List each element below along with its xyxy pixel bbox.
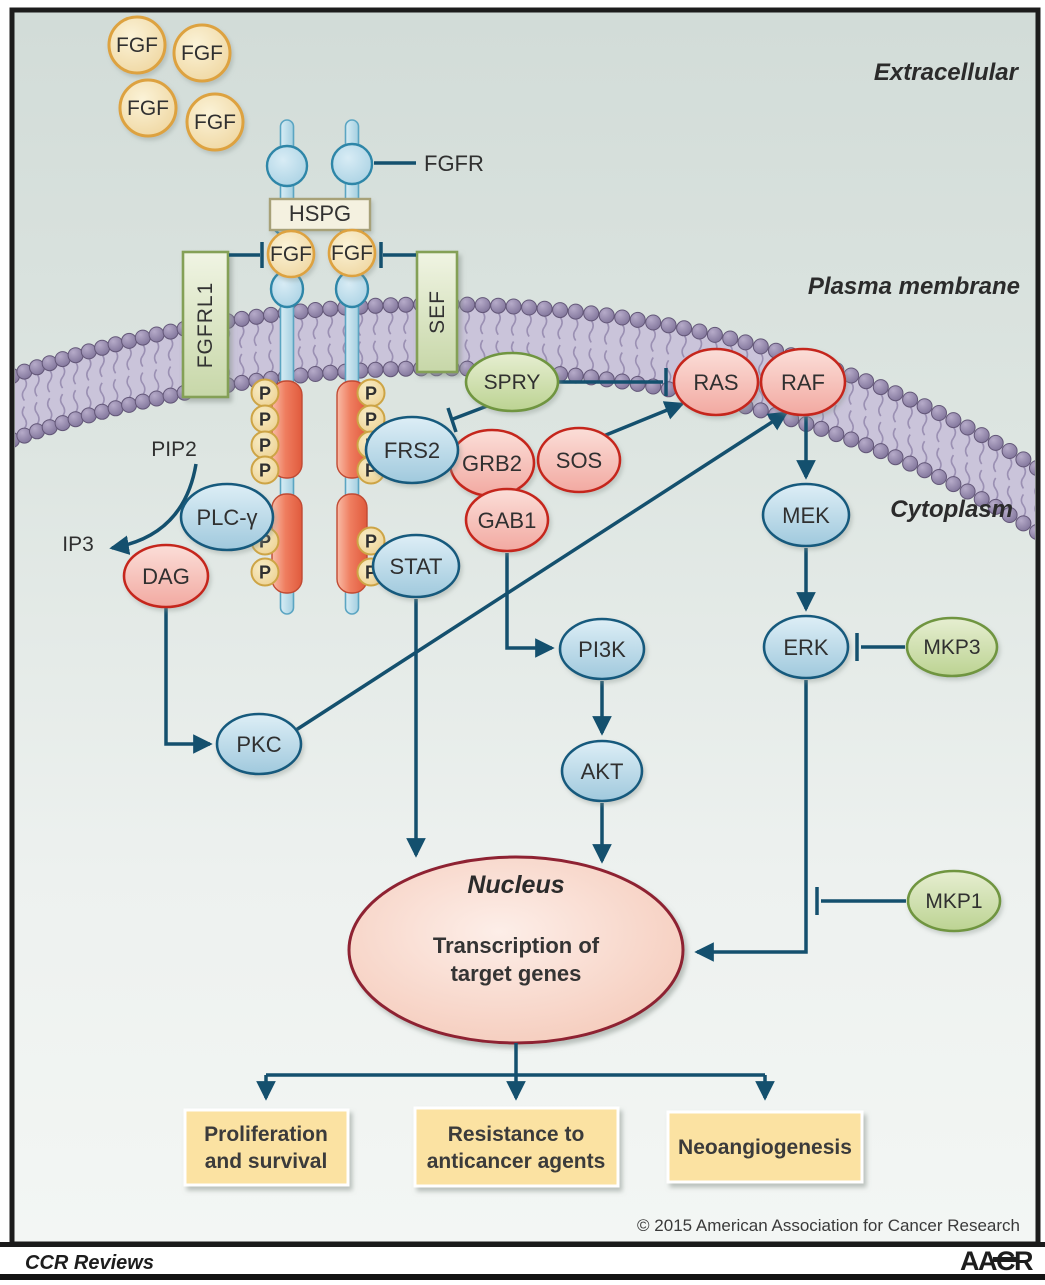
mkp1-label: MKP1: [925, 890, 982, 913]
hspg-box: HSPG: [268, 197, 372, 232]
akt-label: AKT: [581, 759, 624, 784]
grb2-label: GRB2: [462, 451, 522, 476]
node-mek: MEK: [761, 482, 851, 548]
spry-label: SPRY: [484, 371, 541, 394]
phospho-site: [356, 526, 386, 556]
fgf-free-1-label: FGF: [116, 34, 158, 57]
hspg-label: HSPG: [289, 201, 351, 226]
phospho-label: P: [365, 384, 377, 404]
extracellular-label: Extracellular: [874, 59, 1020, 86]
fgf-bound-right-label: FGF: [331, 242, 373, 265]
outcome-boxes: Proliferation and survival Resistance to…: [183, 1106, 864, 1188]
journal-name: CCR Reviews: [25, 1252, 154, 1274]
outcome-1-line1: Proliferation: [204, 1123, 328, 1146]
ip3-label: IP3: [62, 533, 94, 556]
phospho-label: P: [259, 436, 271, 456]
phospho-label: P: [259, 384, 271, 404]
node-dag: DAG: [122, 543, 210, 609]
outcome-neoangiogenesis: Neoangiogenesis: [666, 1110, 864, 1184]
outcome-2-line2: anticancer agents: [427, 1150, 606, 1173]
fgf-free-3-label: FGF: [127, 97, 169, 120]
outcome-3-line1: Neoangiogenesis: [678, 1136, 852, 1159]
node-akt: AKT: [560, 739, 644, 803]
erk-label: ERK: [783, 635, 829, 660]
nucleus: Nucleus Transcription of target genes: [347, 855, 685, 1045]
phospho-site: [250, 455, 280, 485]
pip2-label: PIP2: [151, 438, 197, 461]
sef-label: SEF: [426, 290, 449, 334]
signaling-edges: [109, 161, 906, 1101]
pkc-label: PKC: [236, 732, 281, 757]
node-pi3k: PI3K: [558, 617, 646, 681]
fgf-bound-left-label: FGF: [270, 243, 312, 266]
gab1-label: GAB1: [478, 508, 537, 533]
phospho-label: P: [259, 461, 271, 481]
dag-label: DAG: [142, 564, 190, 589]
outcome-resistance: Resistance to anticancer agents: [413, 1106, 620, 1188]
node-spry: SPRY: [464, 351, 560, 413]
ras-label: RAS: [693, 370, 738, 395]
signaling-nodes: SPRY MKP3 MKP1 RAS RAF GRB2 SOS GAB1 DAG…: [122, 347, 1002, 933]
cytoplasm-label: Cytoplasm: [890, 496, 1013, 523]
phospho-label: P: [259, 410, 271, 430]
node-pkc: PKC: [215, 712, 303, 776]
sos-label: SOS: [556, 448, 602, 473]
outcome-2-line1: Resistance to: [448, 1123, 585, 1146]
fgfrl1-box: FGFRL1: [181, 250, 230, 399]
node-raf: RAF: [759, 347, 847, 417]
ig-domain-right-1: [330, 142, 374, 186]
bound-fgf-ligands: FGF FGF: [266, 228, 377, 279]
nucleus-text-line2: target genes: [451, 961, 582, 986]
node-gab1: GAB1: [464, 487, 550, 553]
fgf-free-4-label: FGF: [194, 111, 236, 134]
node-grb2: GRB2: [448, 428, 536, 498]
phospho-label: P: [259, 563, 271, 583]
ig-domain-left-1: [265, 144, 309, 188]
pip2-to-ip3-arc: [109, 463, 198, 555]
plasma-membrane-label: Plasma membrane: [808, 273, 1020, 300]
phospho-label: P: [365, 410, 377, 430]
fgfr-label: FGFR: [424, 151, 484, 176]
footer-bottom-band: [0, 1274, 1045, 1280]
free-fgf-ligands: FGF FGF FGF FGF: [107, 15, 245, 152]
outcome-1-line2: and survival: [205, 1150, 328, 1173]
node-frs2: FRS2: [364, 415, 460, 485]
aacr-logo-bar: [993, 1257, 1017, 1262]
node-mkp1: MKP1: [906, 869, 1002, 933]
mek-label: MEK: [782, 503, 830, 528]
node-erk: ERK: [762, 614, 850, 680]
plc-gamma-label: PLC-γ: [196, 505, 257, 530]
pi3k-label: PI3K: [578, 637, 626, 662]
node-ras: RAS: [672, 347, 760, 417]
phospho-label: P: [365, 532, 377, 552]
nucleus-text-line1: Transcription of: [433, 933, 600, 958]
fgf-free-2-label: FGF: [181, 42, 223, 65]
node-mkp3: MKP3: [905, 616, 999, 678]
sef-box: SEF: [415, 250, 459, 374]
fgfrl1-label: FGFRL1: [194, 282, 217, 369]
phospho-site: [250, 557, 280, 587]
node-sos: SOS: [536, 426, 622, 494]
node-plc-gamma: PLC-γ: [179, 482, 275, 552]
footer-bar: CCR Reviews AACR: [0, 1242, 1045, 1280]
stat-label: STAT: [390, 554, 443, 579]
mkp3-label: MKP3: [923, 636, 980, 659]
raf-label: RAF: [781, 370, 825, 395]
nucleus-title: Nucleus: [467, 871, 564, 899]
node-stat: STAT: [371, 533, 461, 599]
outcome-proliferation: Proliferation and survival: [183, 1108, 350, 1187]
frs2-label: FRS2: [384, 438, 440, 463]
copyright-text: © 2015 American Association for Cancer R…: [637, 1216, 1020, 1235]
